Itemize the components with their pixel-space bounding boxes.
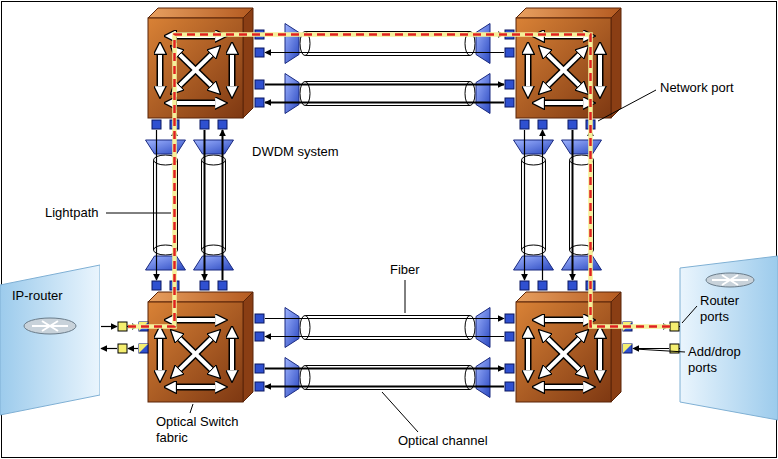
callout-label: Add/drop ports <box>688 344 754 376</box>
optical-switch <box>148 8 621 402</box>
add-drop-ports <box>139 322 632 353</box>
network-ports <box>152 30 595 391</box>
router-label: IP-router <box>12 288 63 304</box>
callout-label: Network port <box>660 80 734 96</box>
callout-label: Lightpath <box>45 205 99 221</box>
ip-router-right <box>680 256 778 420</box>
callout-label: DWDM system <box>252 144 339 160</box>
callout-label: Optical channel <box>398 433 488 449</box>
router-outline <box>0 262 100 420</box>
callout-label: Router ports <box>700 293 760 325</box>
lightpath <box>128 35 670 327</box>
router-shape: IP-router <box>0 262 100 420</box>
callout-label: Optical Switch fabric <box>156 414 256 446</box>
leader-lines <box>106 90 697 432</box>
callout-label: Fiber <box>390 262 420 278</box>
